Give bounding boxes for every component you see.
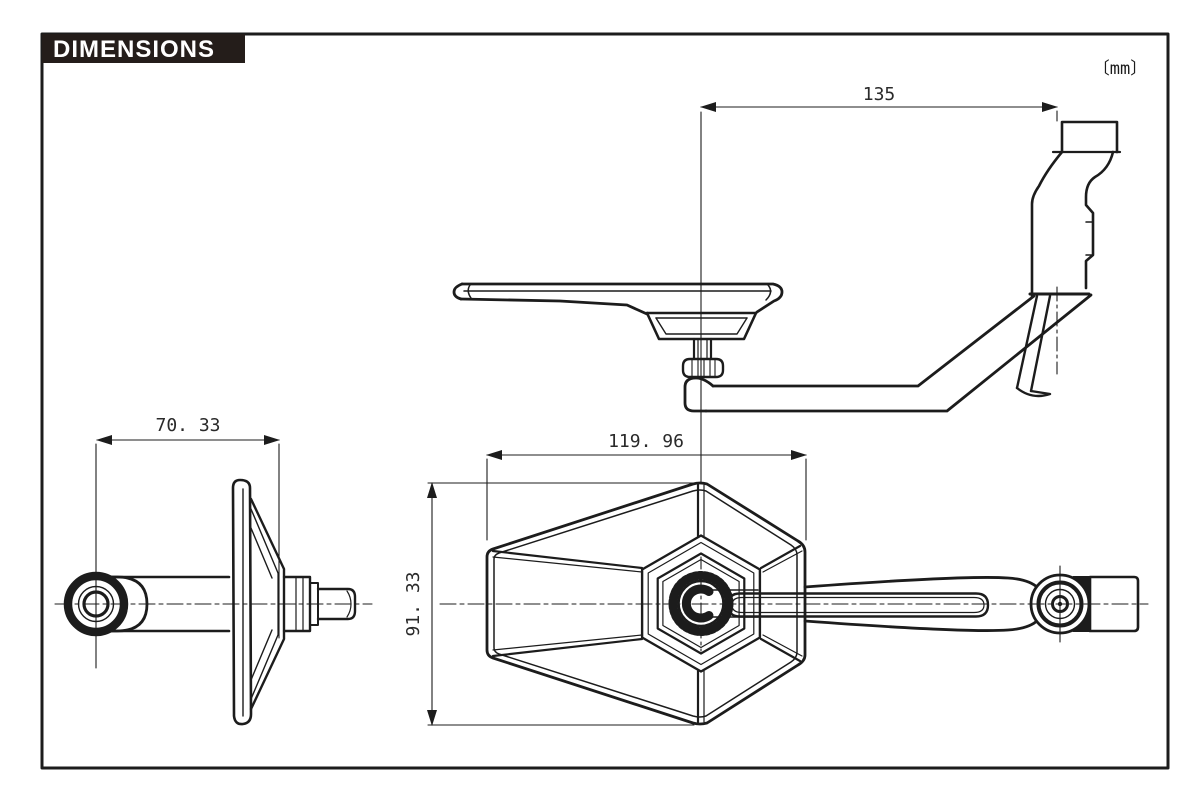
title-box [42, 34, 245, 63]
stem-profile [681, 337, 725, 379]
dimension-mount-depth: 70. 33 [95, 415, 280, 669]
sheet-title: DIMENSIONS [53, 36, 215, 63]
units-note: 〔mm〕 [1093, 59, 1147, 79]
dimension-arm-offset: 135 [700, 84, 1058, 484]
housing-hexagons [640, 534, 762, 673]
dimension-value: 91. 33 [403, 571, 424, 636]
dimension-value: 70. 33 [155, 415, 220, 436]
extension-line [486, 458, 807, 541]
arm-plan [726, 576, 1040, 632]
sheet-border [40, 32, 1170, 770]
dimension-value: 119. 96 [608, 431, 684, 452]
dimension-head-height: 91. 33 [403, 482, 695, 726]
arm-slot [726, 592, 990, 618]
extension-line [427, 482, 695, 726]
mirror-head-outline [485, 481, 807, 726]
end-plate [1088, 575, 1140, 633]
facet-ridge-lines [491, 483, 803, 724]
title-block: DIMENSIONS [42, 34, 245, 63]
plan-view: 119. 96 91. 33 [403, 431, 1149, 726]
side-view: 135 [452, 84, 1122, 484]
lever-guard-bracket [1015, 120, 1122, 398]
end-view: 70. 33 [54, 415, 373, 726]
mirror-plate-profile [452, 282, 784, 316]
mirror-disc-edge [231, 478, 253, 726]
dimension-value: 135 [863, 84, 896, 105]
dimension-head-width: 119. 96 [486, 431, 807, 541]
